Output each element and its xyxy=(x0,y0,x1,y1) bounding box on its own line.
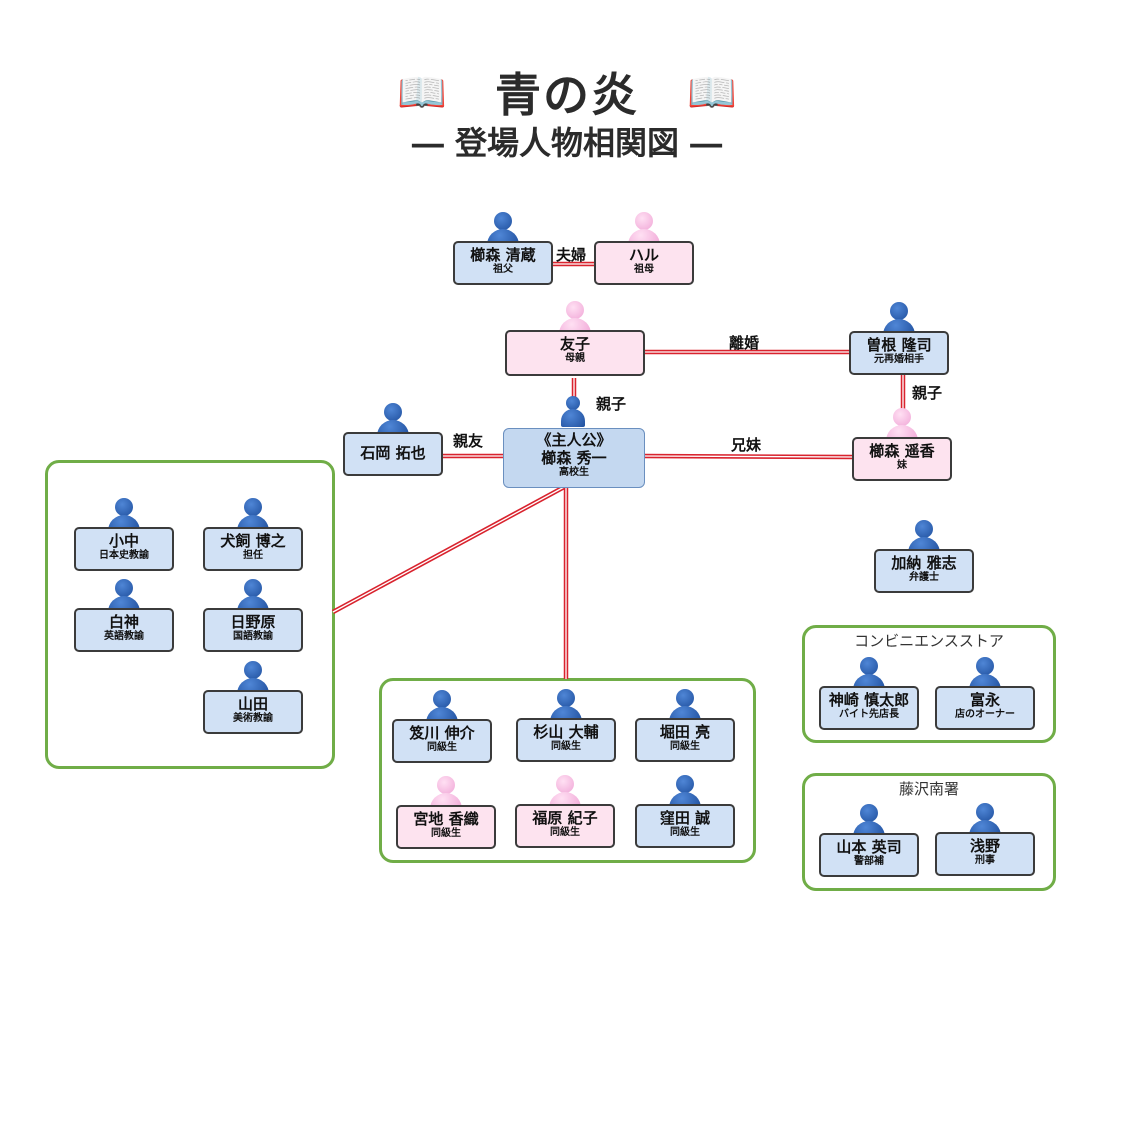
person-card: 宮地 香織同級生 xyxy=(396,805,496,849)
person-miyaji: 宮地 香織同級生 xyxy=(390,776,502,868)
book-icon: 📖 xyxy=(687,68,737,116)
person-shiragami: 白神英語教諭 xyxy=(68,579,180,671)
person-ishioka: 石岡 拓也 xyxy=(337,403,449,495)
group-teachers xyxy=(45,460,335,769)
person-kusumori-seizo: 櫛森 清蔵祖父 xyxy=(447,212,559,304)
person-tomoko: 友子母親 xyxy=(499,301,651,393)
person-tomie: 富永店のオーナー xyxy=(929,657,1041,749)
person-sone: 曽根 隆司元再婚相手 xyxy=(843,302,955,394)
group-label-police: 藤沢南署 xyxy=(898,780,959,798)
person-hinohara: 日野原国語教諭 xyxy=(197,579,309,671)
person-card: 日野原国語教諭 xyxy=(203,608,303,652)
person-sasagawa: 笈川 伸介同級生 xyxy=(386,690,498,782)
person-sugiyama: 杉山 大輔同級生 xyxy=(510,689,622,781)
person-yamamoto: 山本 英司警部補 xyxy=(813,804,925,896)
person-card: 石岡 拓也 xyxy=(343,432,443,476)
person-icon xyxy=(561,396,585,430)
person-card: 窪田 誠同級生 xyxy=(635,804,735,848)
group-label-store: コンビニエンスストア xyxy=(854,632,1004,650)
person-card: 富永店のオーナー xyxy=(935,686,1035,730)
person-asano: 浅野刑事 xyxy=(929,803,1041,895)
person-card: 福原 紀子同級生 xyxy=(515,804,615,848)
hero-role: 高校生 xyxy=(559,467,589,478)
person-inukai: 犬飼 博之担任 xyxy=(197,498,309,590)
person-kanzaki: 神崎 慎太郎バイト先店長 xyxy=(813,657,925,749)
person-card: 笈川 伸介同級生 xyxy=(392,719,492,763)
relation-label: 兄妹 xyxy=(731,436,762,454)
hero-name: 櫛森 秀一 xyxy=(541,449,607,467)
title-main: 青の炎 xyxy=(495,68,639,122)
person-card: 櫛森 清蔵祖父 xyxy=(453,241,553,285)
group-store: コンビニエンスストア xyxy=(802,625,1056,743)
person-card: 山本 英司警部補 xyxy=(819,833,919,877)
relation-label: 親子 xyxy=(912,384,943,402)
relation-label: 親友 xyxy=(453,432,484,450)
relation-label: 夫婦 xyxy=(556,246,587,264)
person-card: 友子母親 xyxy=(505,330,645,376)
person-kubota: 窪田 誠同級生 xyxy=(629,775,741,867)
person-card: 加納 雅志弁護士 xyxy=(874,549,974,593)
person-card: ハル祖母 xyxy=(594,241,694,285)
person-card: 堀田 亮同級生 xyxy=(635,718,735,762)
hero-tag: 《主人公》 xyxy=(536,431,612,449)
person-card: 山田美術教諭 xyxy=(203,690,303,734)
relation-label: 離婚 xyxy=(729,334,760,352)
person-haruka: 櫛森 遥香妹 xyxy=(846,408,958,500)
person-fukuhara: 福原 紀子同級生 xyxy=(509,775,621,867)
person-card: 曽根 隆司元再婚相手 xyxy=(849,331,949,375)
group-classmates xyxy=(379,678,756,863)
person-horita: 堀田 亮同級生 xyxy=(629,689,741,781)
book-icon: 📖 xyxy=(397,68,447,116)
relation-label: 親子 xyxy=(596,395,627,413)
person-kano: 加納 雅志弁護士 xyxy=(868,520,980,612)
person-card: 神崎 慎太郎バイト先店長 xyxy=(819,686,919,730)
person-haru: ハル祖母 xyxy=(588,212,700,304)
title-sub: ― 登場人物相関図 ― xyxy=(411,124,723,162)
person-card: 櫛森 遥香妹 xyxy=(852,437,952,481)
person-yamada: 山田美術教諭 xyxy=(197,661,309,753)
person-card: 浅野刑事 xyxy=(935,832,1035,876)
hero-card: 《主人公》 櫛森 秀一 高校生 xyxy=(503,428,645,488)
person-card: 小中日本史教諭 xyxy=(74,527,174,571)
person-konaka: 小中日本史教諭 xyxy=(68,498,180,590)
group-police: 藤沢南署 xyxy=(802,773,1056,891)
person-card: 白神英語教諭 xyxy=(74,608,174,652)
chart-title: 📖 青の炎 📖 xyxy=(0,62,1134,122)
person-card: 犬飼 博之担任 xyxy=(203,527,303,571)
person-card: 杉山 大輔同級生 xyxy=(516,718,616,762)
